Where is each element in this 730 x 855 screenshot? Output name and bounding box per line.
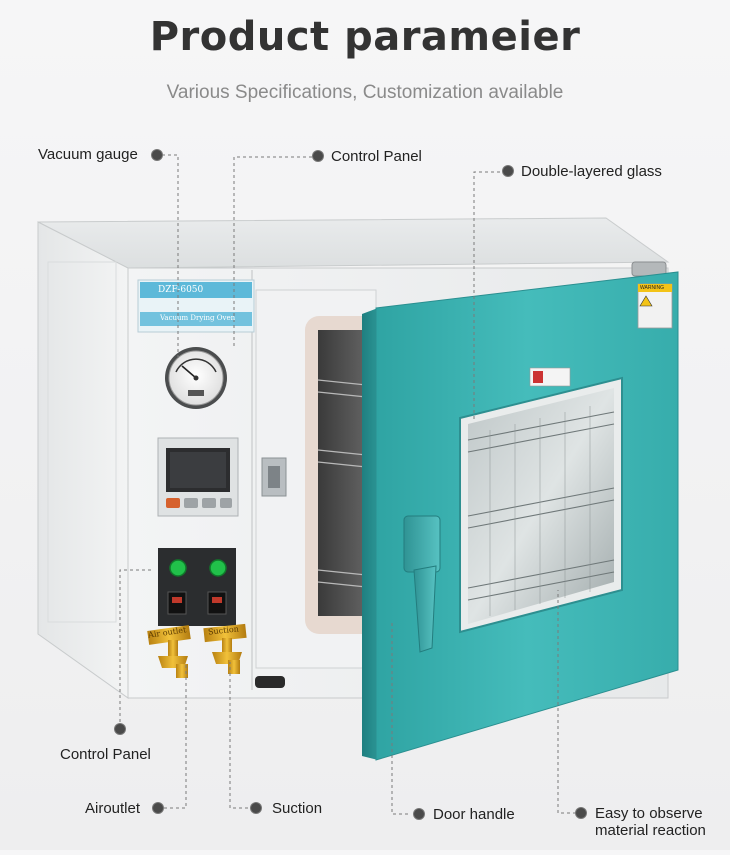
callout-dot-vacuum-gauge (152, 150, 162, 160)
callout-dot-observe (576, 808, 586, 818)
label-air-outlet: Airoutlet (85, 800, 141, 817)
label-suction: Suction (272, 800, 323, 817)
label-double-glass: Double-layered glass (521, 163, 662, 180)
cabinet-side (37, 221, 129, 699)
callout-dot-double-glass (503, 166, 513, 176)
suction-valve (203, 623, 247, 674)
callout-dot-control-panel-top (313, 151, 323, 161)
callout-dot-control-panel-bottom (115, 724, 125, 734)
door-handle-shape (403, 515, 441, 653)
warning-text: WARNING (640, 285, 664, 291)
callout-lines (119, 154, 576, 815)
callout-dot-door-handle (414, 809, 424, 819)
plate-name-text: Vacuum Drying Oven (160, 314, 236, 322)
label-control-panel-top: Control Panel (331, 148, 422, 165)
callout-dot-suction (251, 803, 261, 813)
cabinet-top (37, 217, 670, 269)
label-vacuum-gauge: Vacuum gauge (38, 146, 138, 163)
door-edge (362, 308, 378, 760)
page-title: Product parameier (149, 14, 581, 60)
page-subtitle: Various Specifications, Customization av… (166, 82, 564, 103)
callout-dot-air-outlet (153, 803, 163, 813)
label-door-handle: Door handle (433, 806, 515, 823)
air-outlet-valve (147, 625, 191, 678)
label-observe: Easy to observe material reaction (595, 805, 706, 839)
model-text: DZF-6050 (158, 285, 204, 295)
label-control-panel-bottom: Control Panel (60, 746, 151, 763)
